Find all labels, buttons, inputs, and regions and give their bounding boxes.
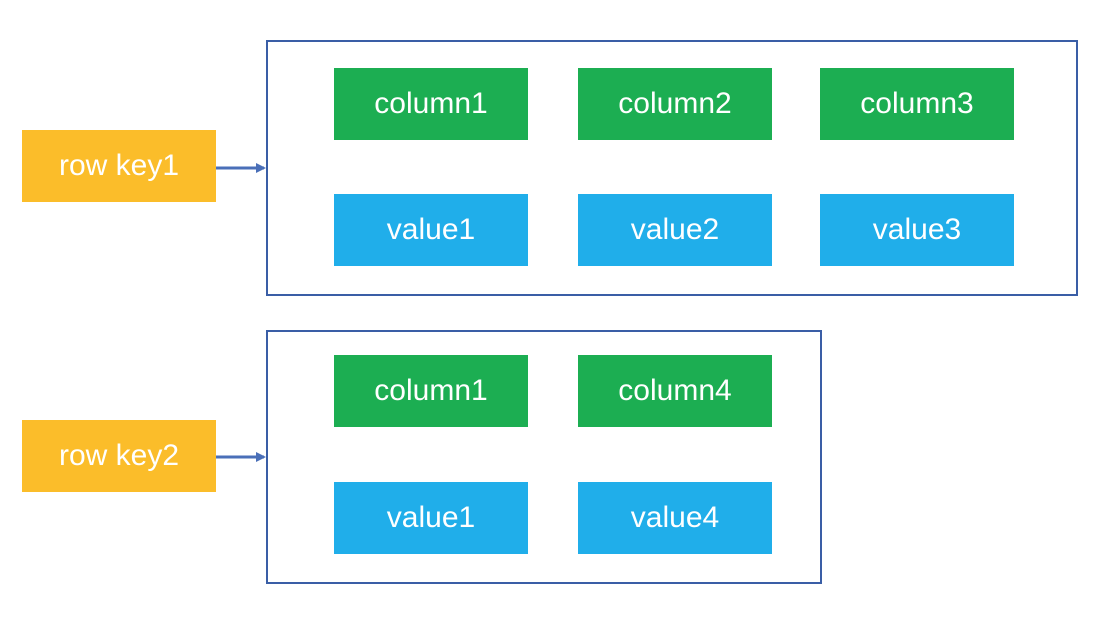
row-1-value-3: value3 [820,194,1014,266]
row-1-column-3: column3 [820,68,1014,140]
row-2-column-4: column4 [578,355,772,427]
row-2-column-1: column1 [334,355,528,427]
row-key-2: row key2 [22,420,216,492]
row-key-1: row key1 [22,130,216,202]
row-1-column-1: column1 [334,68,528,140]
row-2-value-4: value4 [578,482,772,554]
row-1-column-2: column2 [578,68,772,140]
row-2-value-1: value1 [334,482,528,554]
row-1-value-2: value2 [578,194,772,266]
row-1-value-1: value1 [334,194,528,266]
